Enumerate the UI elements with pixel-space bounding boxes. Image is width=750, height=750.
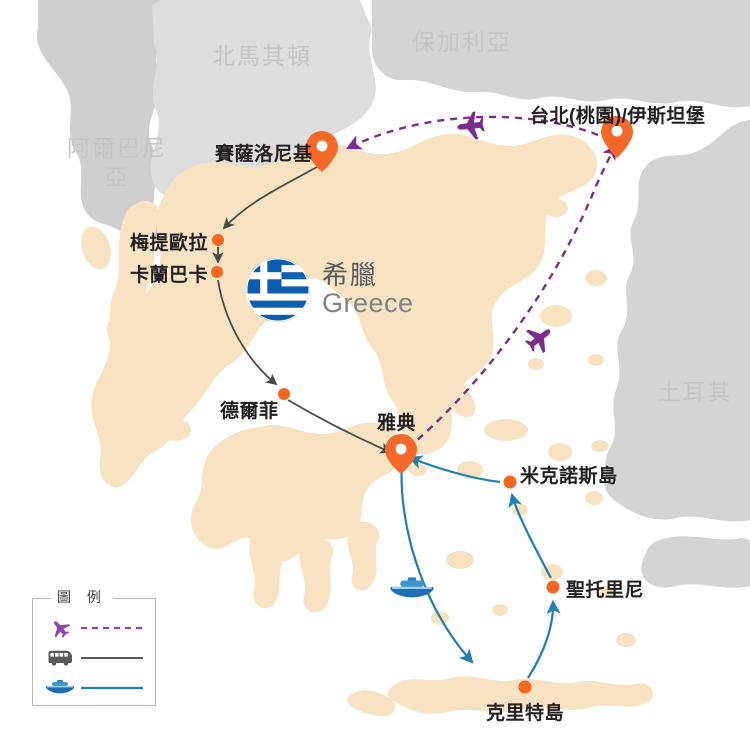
ferry-icon-route xyxy=(390,577,434,598)
city-label-kalambaka: 卡蘭巴卡 xyxy=(130,265,209,286)
crete-island-tail xyxy=(347,690,396,717)
peloponnese-fingers xyxy=(249,521,380,613)
turkey-south-landmass xyxy=(641,536,750,588)
city-label-santorini: 聖托里尼 xyxy=(566,580,645,601)
legend-row-flight xyxy=(43,617,149,639)
kefalonia-island xyxy=(107,379,137,405)
greece-landmass-layer xyxy=(81,133,654,717)
greece-name-cn: 希臘 xyxy=(322,260,379,291)
greece-brand: 希臘 Greece xyxy=(246,258,414,322)
route-ferry-mykonos-athens xyxy=(407,455,501,484)
airplane-icon-westbound xyxy=(457,111,485,140)
north-macedonia-landmass xyxy=(150,0,376,197)
turkey-landmass xyxy=(605,120,750,502)
legend-row-bus xyxy=(43,647,149,669)
route-ferry-athens-crete xyxy=(400,461,474,664)
route-bus-delphi-athens xyxy=(287,399,392,454)
city-label-meteora: 梅提歐拉 xyxy=(130,233,209,254)
crete-island xyxy=(387,676,654,714)
marker-pin-thessaloniki[interactable] xyxy=(306,131,338,172)
city-label-crete: 克里特島 xyxy=(486,703,565,724)
route-flight-istanbul-thessaloniki xyxy=(345,115,611,150)
route-bus-kalambaka-delphi xyxy=(217,279,278,386)
city-label-thessaloniki: 賽薩洛尼基 xyxy=(215,144,313,165)
route-ferry-crete-santorini xyxy=(527,599,561,679)
neighbor-countries-layer xyxy=(36,0,750,588)
marker-dot-santorini[interactable] xyxy=(546,580,560,594)
lefkada-island xyxy=(107,316,125,344)
airplane-icon xyxy=(43,618,77,638)
albania-landmass xyxy=(36,0,170,246)
airplane-icon-eastbound xyxy=(524,329,551,354)
greece-mainland xyxy=(91,133,598,488)
greece-brand-text: 希臘 Greece xyxy=(322,260,414,319)
turkey-coast-landmass xyxy=(603,465,750,522)
bus-icon xyxy=(43,650,77,666)
route-ferry-santorini-mykonos xyxy=(508,492,552,579)
bulgaria-landmass xyxy=(371,0,750,108)
marker-pin-athens[interactable] xyxy=(385,434,417,474)
marker-dot-meteora[interactable] xyxy=(212,234,224,246)
legend-line-ferry xyxy=(81,683,149,693)
greece-flag-circle-icon xyxy=(246,258,310,322)
city-label-athens: 雅典 xyxy=(377,413,417,434)
halkidiki-peninsula xyxy=(349,169,430,234)
marker-dot-delphi[interactable] xyxy=(278,388,290,400)
legend-title: 圖 例 xyxy=(51,587,113,607)
legend-line-flight xyxy=(81,623,149,633)
aegean-islands-layer xyxy=(409,156,636,647)
ferry-icon xyxy=(43,679,77,697)
legend-line-bus xyxy=(81,653,149,663)
marker-dot-crete[interactable] xyxy=(518,680,532,694)
corfu-island xyxy=(81,226,111,270)
zakynthos-island xyxy=(161,419,191,441)
city-label-mykonos: 米克諾斯島 xyxy=(520,466,618,487)
route-flight-athens-istanbul xyxy=(407,144,618,449)
marker-dot-kalambaka[interactable] xyxy=(211,266,223,278)
greece-name-en: Greece xyxy=(322,288,414,319)
marker-pin-taipei-istanbul[interactable] xyxy=(601,116,633,158)
euboea-island xyxy=(401,301,476,418)
marker-dot-mykonos[interactable] xyxy=(503,475,517,489)
city-label-delphi: 德爾菲 xyxy=(220,401,279,422)
route-bus-thessaloniki-meteora xyxy=(222,163,323,230)
city-label-taipei-istanbul: 台北(桃園)/伊斯坦堡 xyxy=(530,106,706,127)
legend-row-ferry xyxy=(43,677,149,699)
legend-box: 圖 例 xyxy=(32,587,156,706)
